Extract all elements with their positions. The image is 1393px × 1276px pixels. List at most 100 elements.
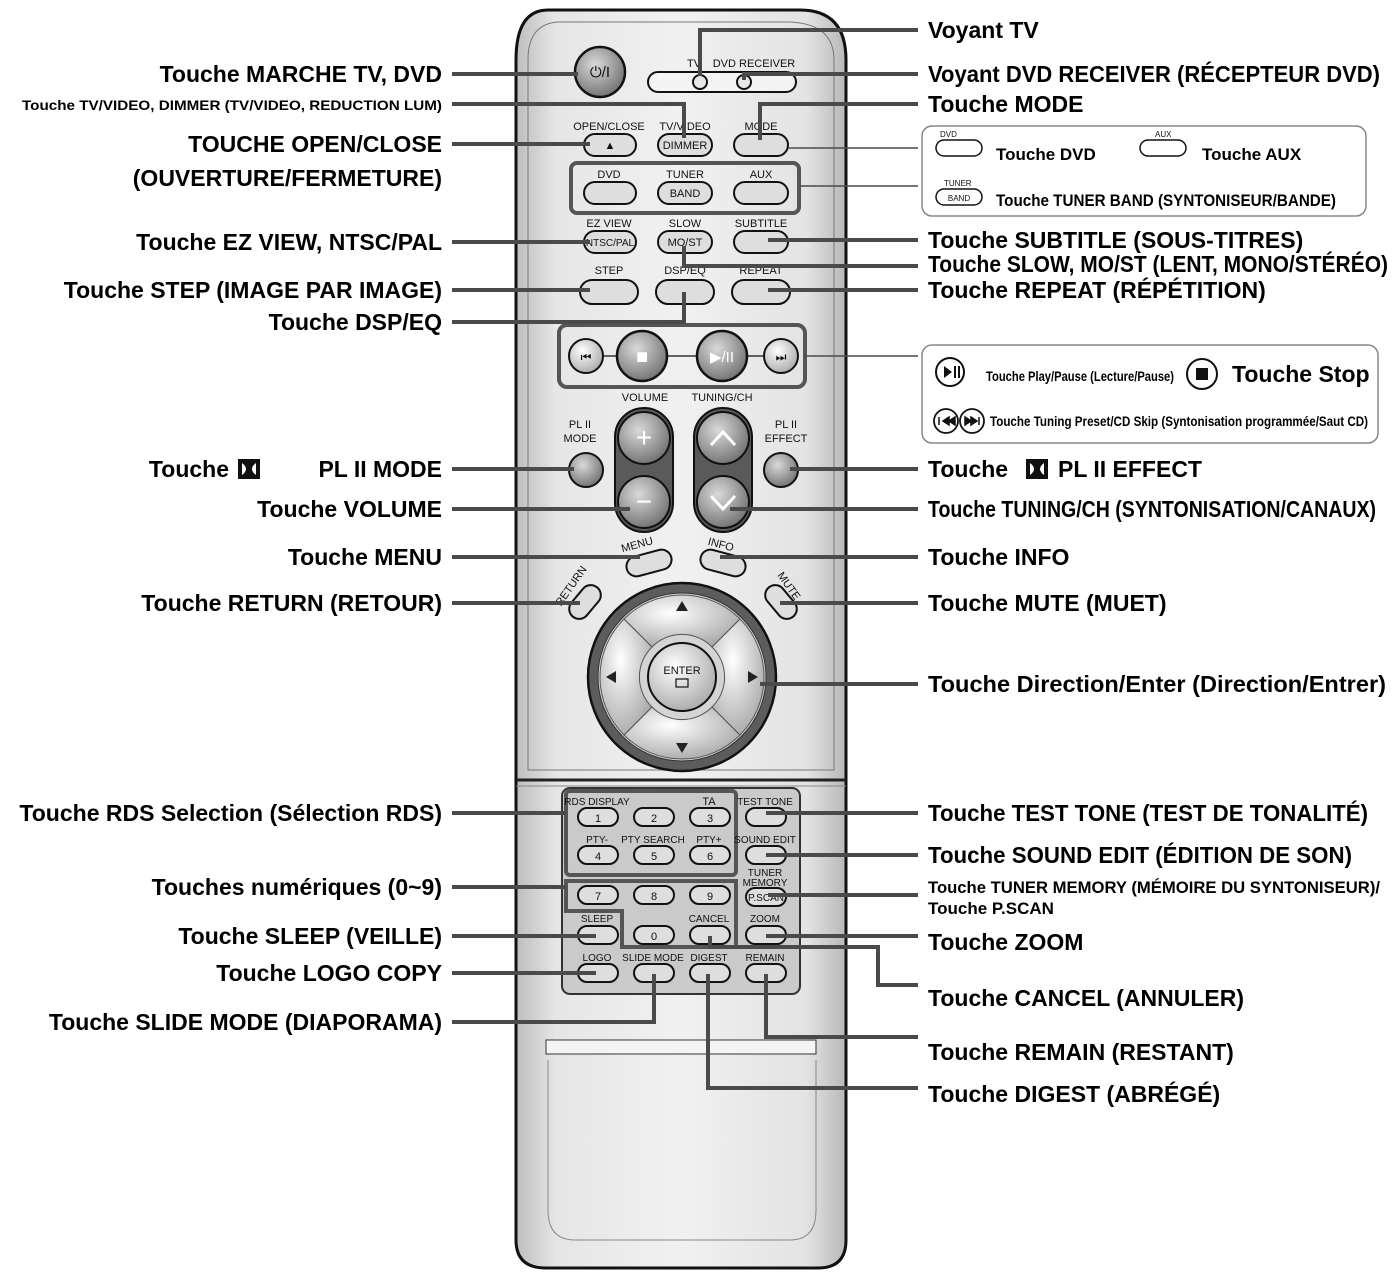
play-glyph-icon xyxy=(944,366,960,378)
dimmer-label: DIMMER xyxy=(663,140,708,152)
digit-8-button[interactable] xyxy=(633,885,675,905)
label-power: Touche MARCHE TV, DVD xyxy=(160,61,442,87)
pty-plus-label: PTY+ xyxy=(696,835,721,846)
mo-st-label: MO/ST xyxy=(668,237,703,249)
box-label-play: Touche Play/Pause (Lecture/Pause) xyxy=(986,368,1174,384)
chevron-down-icon xyxy=(709,494,737,512)
tuner-label: TUNER xyxy=(666,169,704,181)
row3-buttons: EZ VIEW NTSC/PAL SLOW MO/ST SUBTITLE xyxy=(583,218,789,254)
digit-9-button[interactable] xyxy=(689,885,731,905)
prev-button[interactable] xyxy=(568,338,604,374)
digit-2-label: 2 xyxy=(651,813,657,825)
digit-2-button[interactable] xyxy=(633,807,675,827)
transport-buttons: ⏮ ■ ▶/II ⏭ xyxy=(557,323,807,389)
play-pause-button[interactable] xyxy=(695,329,749,383)
test-tone-button[interactable] xyxy=(745,807,787,827)
digit-8-label: 8 xyxy=(651,891,657,903)
sleep-label: SLEEP xyxy=(581,914,614,925)
label-test-tone: Touche TEST TONE (TEST DE TONALITÉ) xyxy=(928,799,1368,826)
slide-mode-label: SLIDE MODE xyxy=(622,953,684,964)
box-aux-icon-label: AUX xyxy=(1155,130,1172,139)
digit-5-button[interactable] xyxy=(633,845,675,865)
digit-7-button[interactable] xyxy=(577,885,619,905)
digit-4-button[interactable] xyxy=(577,845,619,865)
pl2-mode-label-1: PL II xyxy=(569,419,591,431)
dvd-label: DVD xyxy=(597,169,620,181)
chevron-up-icon xyxy=(709,429,737,447)
tuning-down-button[interactable] xyxy=(696,475,750,529)
remain-label: REMAIN xyxy=(746,953,785,964)
pl2-mode-button[interactable] xyxy=(568,452,604,488)
box-tuner-icon-label: TUNER xyxy=(944,179,972,188)
cancel-label: CANCEL xyxy=(689,914,730,925)
label-mute: Touche MUTE (MUET) xyxy=(928,590,1167,616)
right-button[interactable] xyxy=(711,618,765,736)
return-button[interactable] xyxy=(565,581,605,623)
open-close-label: OPEN/CLOSE xyxy=(573,121,645,133)
step-label: STEP xyxy=(595,265,624,277)
tuner-band-button[interactable] xyxy=(657,181,713,205)
enter-label: ENTER xyxy=(663,665,700,677)
tuning-up-button[interactable] xyxy=(696,411,750,465)
label-digest: Touche DIGEST (ABRÉGÉ) xyxy=(928,1080,1220,1107)
up-button[interactable] xyxy=(623,594,741,648)
label-pl2-effect-prefix: Touche xyxy=(928,456,1008,482)
label-step: Touche STEP (IMAGE PAR IMAGE) xyxy=(64,277,442,303)
aux-button[interactable] xyxy=(733,181,789,205)
label-pl2-mode-prefix: Touche xyxy=(149,456,229,482)
label-sleep: Touche SLEEP (VEILLE) xyxy=(178,923,442,949)
label-voyant-tv: Voyant TV xyxy=(928,17,1039,43)
digit-7-label: 7 xyxy=(595,891,601,903)
power-button[interactable]: ⏻/I xyxy=(573,45,627,99)
enter-button[interactable] xyxy=(647,642,717,712)
sound-edit-label: SOUND EDIT xyxy=(734,835,796,846)
down-button[interactable] xyxy=(623,706,741,760)
slow-label: SLOW xyxy=(669,218,702,230)
digit-6-button[interactable] xyxy=(689,845,731,865)
label-tuner-memory-1: Touche TUNER MEMORY (MÉMOIRE DU SYNTONIS… xyxy=(928,878,1380,897)
volume-down-button[interactable] xyxy=(617,475,671,529)
ntsc-pal-label: NTSC/PAL xyxy=(586,238,635,249)
leader-lines xyxy=(452,28,918,1090)
digit-0-button[interactable] xyxy=(633,925,675,945)
label-mode: Touche MODE xyxy=(928,91,1083,117)
label-ez-view: Touche EZ VIEW, NTSC/PAL xyxy=(136,229,442,255)
pl2-effect-label-2: EFFECT xyxy=(765,433,808,445)
label-dsp-eq: Touche DSP/EQ xyxy=(269,309,442,335)
tuner-memory-label-2: MEMORY xyxy=(743,878,788,889)
volume-tuning-area: VOLUME TUNING/CH PL II MODE PL II EFFECT… xyxy=(564,392,808,533)
label-tuning: Touche TUNING/CH (SYNTONISATION/CANAUX) xyxy=(928,496,1376,522)
dvd-button[interactable] xyxy=(583,181,637,205)
digit-3-button[interactable] xyxy=(689,807,731,827)
left-button[interactable] xyxy=(599,618,653,736)
pty-minus-label: PTY- xyxy=(586,835,608,846)
prev-icon: ⏮ xyxy=(581,350,592,364)
dolby-icon xyxy=(238,459,260,479)
direction-pad: ENTER xyxy=(586,581,778,773)
digit-1-button[interactable] xyxy=(577,807,619,827)
power-icon: ⏻/I xyxy=(590,64,610,81)
transport-legend-box: Touche Play/Pause (Lecture/Pause) Touche… xyxy=(921,344,1379,444)
label-volume: Touche VOLUME xyxy=(257,496,442,522)
box-label-stop: Touche Stop xyxy=(1232,361,1370,387)
label-repeat: Touche REPEAT (RÉPÉTITION) xyxy=(928,276,1266,303)
tuner-band-key-icon xyxy=(935,188,983,206)
label-cancel: Touche CANCEL (ANNULER) xyxy=(928,985,1244,1011)
next-icon: ⏭ xyxy=(776,350,787,364)
digit-3-label: 3 xyxy=(707,813,713,825)
tuner-memory-label-1: TUNER xyxy=(748,868,782,879)
label-slide-mode: Touche SLIDE MODE (DIAPORAMA) xyxy=(49,1009,442,1035)
rds-display-label: RDS DISPLAY xyxy=(564,797,630,808)
label-pl2-mode: PL II MODE xyxy=(318,456,442,482)
stop-icon: ■ xyxy=(636,346,648,368)
source-legend-box: DVD Touche DVD AUX Touche AUX TUNER BAND… xyxy=(921,125,1367,217)
label-voyant-dvd: Voyant DVD RECEIVER (RÉCEPTEUR DVD) xyxy=(928,60,1380,87)
volume-up-button[interactable] xyxy=(617,411,671,465)
digit-4-label: 4 xyxy=(595,851,601,863)
digit-6-label: 6 xyxy=(707,851,713,863)
arrow-right-icon xyxy=(748,671,758,683)
stop-button[interactable] xyxy=(615,329,669,383)
digit-1-label: 1 xyxy=(595,813,601,825)
pl2-effect-label-1: PL II xyxy=(775,419,797,431)
next-button[interactable] xyxy=(763,338,799,374)
